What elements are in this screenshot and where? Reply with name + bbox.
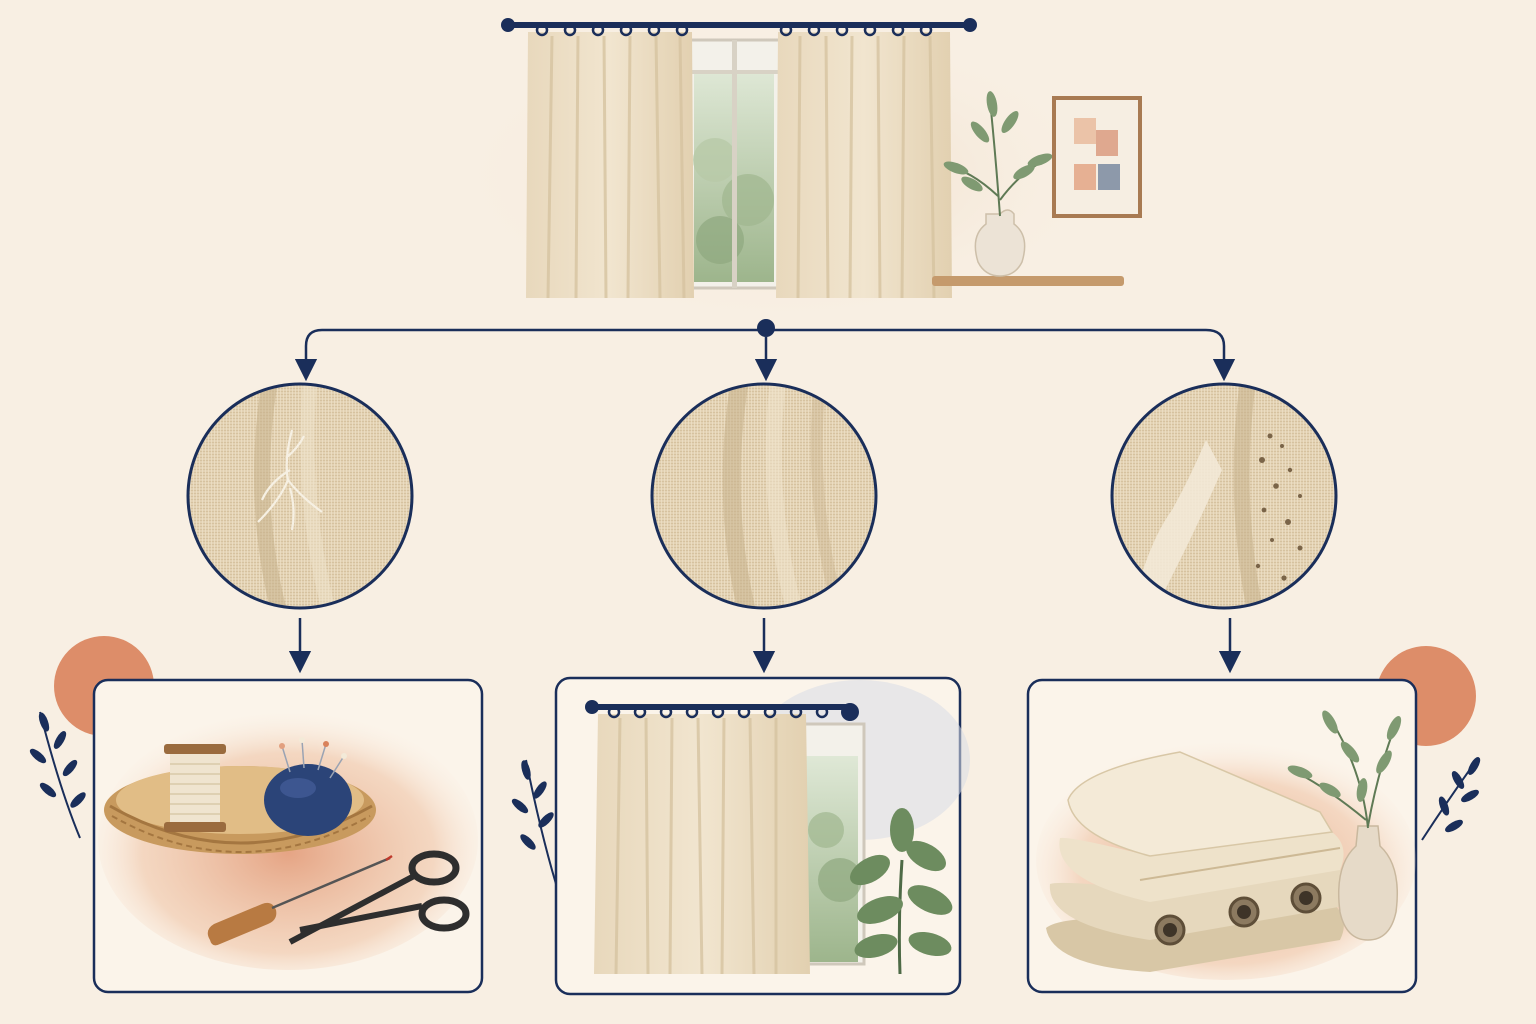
decor-sprig-right [1421, 757, 1481, 841]
thread-spool [164, 744, 226, 832]
branch-node [757, 319, 775, 337]
seam-ripper [207, 854, 393, 946]
framed-art [1052, 96, 1142, 218]
moth-holes [1255, 433, 1303, 581]
worn-patch [1134, 440, 1222, 608]
shelf-with-vase [932, 91, 1124, 286]
curtain-rod [585, 700, 859, 721]
result-panel-folded-curtain [1026, 678, 1418, 994]
branch-connectors [288, 319, 1242, 674]
result-panel-rehung-curtain [554, 676, 970, 996]
curtain-right [776, 32, 952, 299]
pincushion [264, 737, 352, 836]
decor-sprig-left [29, 711, 86, 839]
curtain-left [526, 32, 694, 299]
arrow-to-worn [1205, 328, 1236, 382]
detail-worn-fabric [1110, 382, 1338, 610]
potted-plant [850, 808, 953, 975]
curtain-panel [594, 714, 810, 975]
window [686, 38, 782, 290]
curtain-rod [501, 18, 977, 37]
grommets [1154, 882, 1322, 946]
root-curtain-scene [450, 18, 1142, 325]
vase-with-plant [1287, 710, 1402, 941]
arrow-to-torn [294, 328, 323, 382]
scissors-icon [288, 850, 470, 945]
fraying-threads [257, 429, 323, 531]
detail-torn-fabric [186, 382, 414, 610]
folded-fabric [1046, 751, 1349, 972]
result-panel-sewing-kit [92, 678, 484, 994]
decor-sprig-middle [511, 759, 557, 885]
